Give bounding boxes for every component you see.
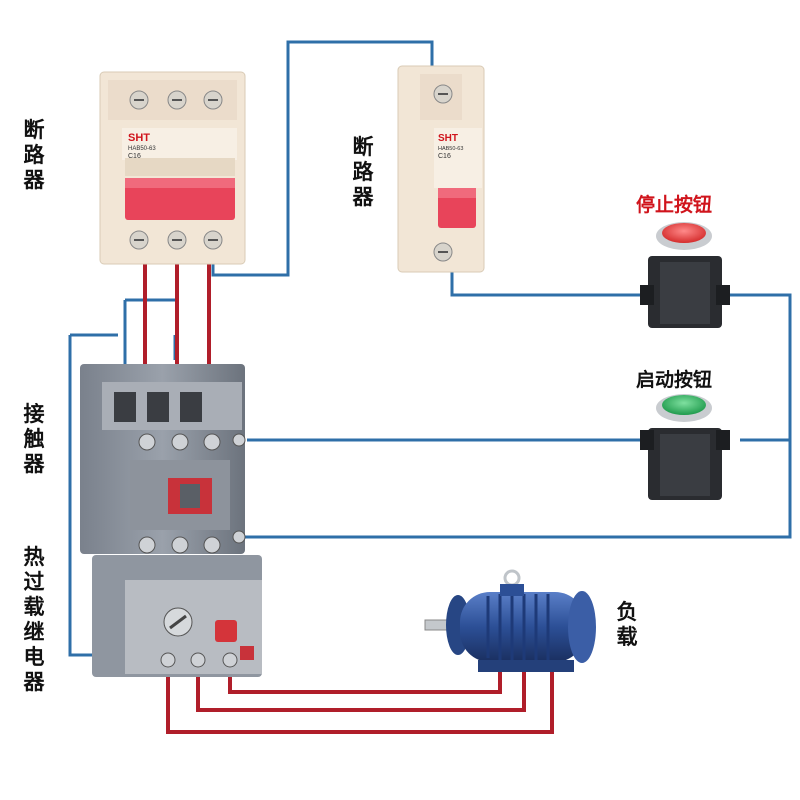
stop-button: [640, 222, 730, 328]
start-button: [640, 394, 730, 500]
power-wire-out-1: [166, 668, 554, 734]
label-breaker-1pole: 断路器: [352, 135, 374, 209]
breaker-3pole-rating: C16: [128, 153, 141, 160]
power-wire-out-3: [228, 668, 502, 694]
breaker-1pole-brand: SHT: [438, 133, 458, 144]
breaker-3pole-handle: [125, 178, 235, 220]
breaker-3pole: [99, 71, 246, 265]
label-load: 负载: [616, 600, 638, 649]
breaker-1pole-rating: C16: [438, 153, 451, 160]
control-wires: [68, 40, 792, 657]
breaker-1pole: [397, 65, 485, 273]
breaker-3pole-model: HAB50-63: [128, 146, 156, 152]
breaker-1pole-model: HAB50-63: [438, 146, 463, 152]
control-wire-right-bus: [245, 293, 792, 539]
contactor: [80, 364, 246, 554]
power-wire-out-2: [196, 668, 526, 712]
label-breaker-3pole: 断路器: [23, 118, 45, 192]
label-thermal-relay: 热过载继电器: [23, 545, 45, 694]
label-start-button: 启动按钮: [636, 369, 713, 391]
motor: [424, 569, 596, 672]
breaker-3pole-brand: SHT: [128, 132, 150, 144]
thermal-relay: [92, 555, 262, 677]
label-contactor: 接触器: [23, 402, 45, 476]
control-wire-1p-to-stop: [450, 272, 643, 297]
control-wire-breaker-to-1p: [211, 40, 434, 277]
label-stop-button: 停止按钮: [636, 194, 713, 216]
